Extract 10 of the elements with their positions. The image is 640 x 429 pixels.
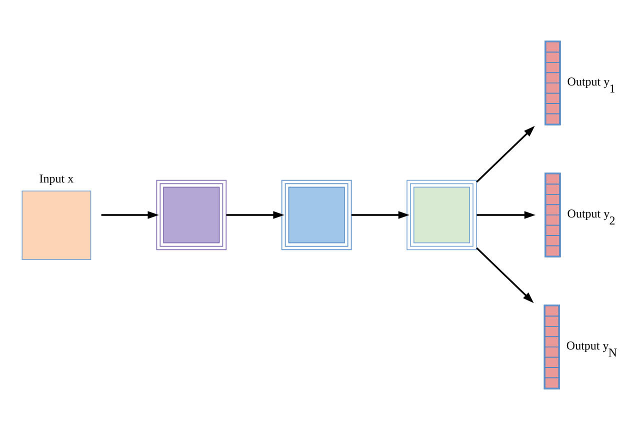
arrow — [226, 210, 284, 218]
arrow — [476, 125, 535, 182]
arrow — [351, 210, 410, 218]
node-label: Input x — [39, 171, 74, 186]
node-box — [156, 179, 227, 250]
arrow — [101, 210, 159, 218]
node-box — [406, 179, 477, 250]
arrow — [476, 246, 534, 303]
node-box — [281, 179, 352, 250]
arrow — [476, 210, 536, 218]
